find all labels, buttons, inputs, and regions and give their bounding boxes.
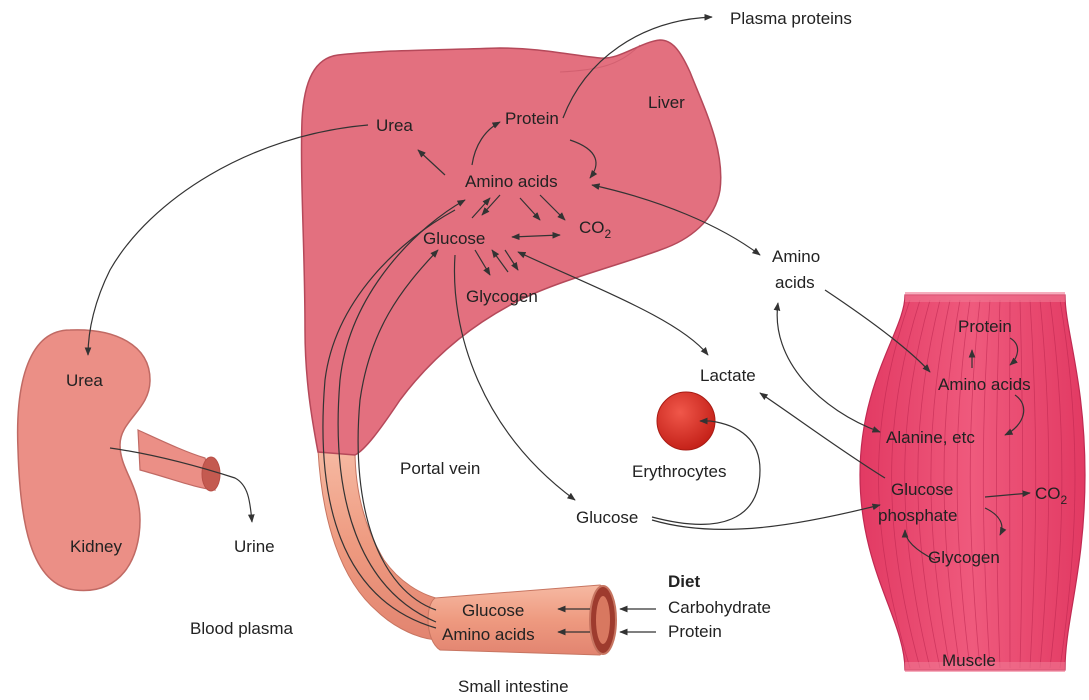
liver-protein-label: Protein — [505, 109, 559, 128]
intestine-amino-acids-label: Amino acids — [442, 625, 535, 644]
liver-amino-acids-label: Amino acids — [465, 172, 558, 191]
portal-vein-shape — [318, 450, 445, 640]
diet-protein-label: Protein — [668, 622, 722, 641]
diet-label: Diet — [668, 572, 700, 591]
liver-urea-label: Urea — [376, 116, 413, 135]
muscle-label: Muscle — [942, 651, 996, 670]
lactate-label: Lactate — [700, 366, 756, 385]
muscle-glycogen-label: Glycogen — [928, 548, 1000, 567]
carbohydrate-label: Carbohydrate — [668, 598, 771, 617]
portal-vein-label: Portal vein — [400, 459, 480, 478]
small-intestine-label: Small intestine — [458, 677, 569, 696]
blood-plasma-label: Blood plasma — [190, 619, 294, 638]
liver-glucose-label: Glucose — [423, 229, 485, 248]
muscle-protein-label: Protein — [958, 317, 1012, 336]
alanine-label: Alanine, etc — [886, 428, 975, 447]
small-intestine-shape — [428, 585, 609, 655]
intestine-glucose-label: Glucose — [462, 601, 524, 620]
plasma-proteins-label: Plasma proteins — [730, 9, 852, 28]
muscle-amino-acids-label: Amino acids — [938, 375, 1031, 394]
liver-label: Liver — [648, 93, 685, 112]
blood-glucose-label: Glucose — [576, 508, 638, 527]
kidney-label: Kidney — [70, 537, 122, 556]
erythrocytes-label: Erythrocytes — [632, 462, 726, 481]
liver-glycogen-label: Glycogen — [466, 287, 538, 306]
muscle-fiber — [1010, 300, 1011, 668]
kidney-urea-label: Urea — [66, 371, 103, 390]
urine-label: Urine — [234, 537, 275, 556]
